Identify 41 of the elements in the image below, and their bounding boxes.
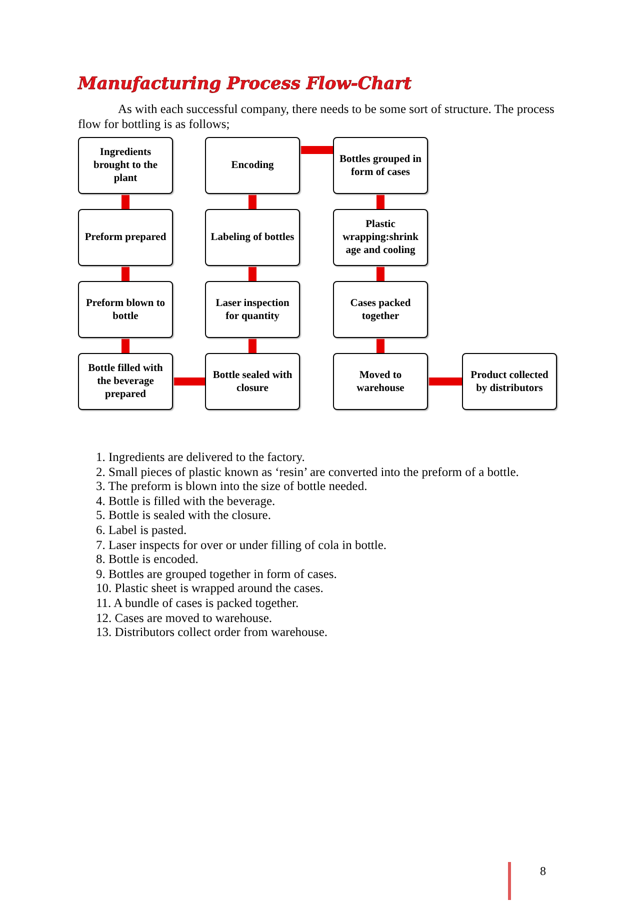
page-number: 8 [540,864,546,879]
list-item: 4. Bottle is filled with the beverage. [96,494,276,509]
process-box: Laser inspection for quantity [205,281,300,338]
list-item: 5. Bottle is sealed with the closure. [96,508,271,524]
connector-line [248,194,256,209]
connector-line [376,194,384,209]
connector-line [376,338,384,353]
connector-line [428,378,462,386]
process-box: Moved to warehouse [333,353,428,410]
process-box: Cases packed together [333,281,428,338]
connector-line [122,266,130,281]
connector-line [122,194,130,209]
connector-line [376,266,384,281]
list-item: 2. Small pieces of plastic known as ‘resin’ are converted into the preform of a bottle. [96,464,519,480]
connector-line [300,146,333,154]
process-box: Labeling of bottles [205,209,300,266]
process-box: Bottle sealed with closure [205,353,300,410]
list-item: 3. The preform is blown into the size of bottle needed. [96,479,368,494]
process-box: Preform blown to bottle [78,281,173,338]
connector-line [173,378,205,386]
connector-line [248,338,256,353]
process-box: Bottle filled with the beverage prepared [78,353,173,410]
list-item: 8. Bottle is encoded. [96,552,198,568]
process-box: Plastic wrapping:shrink age and cooling [333,209,428,266]
connector-line [248,266,256,281]
process-box: Encoding [205,137,300,194]
list-item: 13. Distributors collect order from warehouse. [96,625,328,640]
process-box: Bottles grouped in form of cases [333,137,428,194]
list-item: 1. Ingredients are delivered to the factory. [96,450,305,465]
process-box: Product collected by distributors [462,353,557,410]
intro-paragraph: As with each successful company, there needs to be some sort of structure. The process flow for bottling is as follows; [78,102,556,132]
list-item: 7. Laser inspects for over or under filling of cola in bottle. [96,538,387,553]
list-item: 10. Plastic sheet is wrapped around the cases. [96,581,324,596]
connector-line [122,338,130,353]
list-item: 9. Bottles are grouped together in form of cases. [96,566,337,582]
process-box: Ingredients brought to the plant [78,137,173,194]
list-item: 6. Label is pasted. [96,523,187,538]
process-box: Preform prepared [78,209,173,266]
heading: Manufacturing Process Flow-Chart [78,74,412,94]
list-item: 11. A bundle of cases is packed together. [96,596,299,611]
list-item: 12. Cases are moved to warehouse. [96,610,272,626]
